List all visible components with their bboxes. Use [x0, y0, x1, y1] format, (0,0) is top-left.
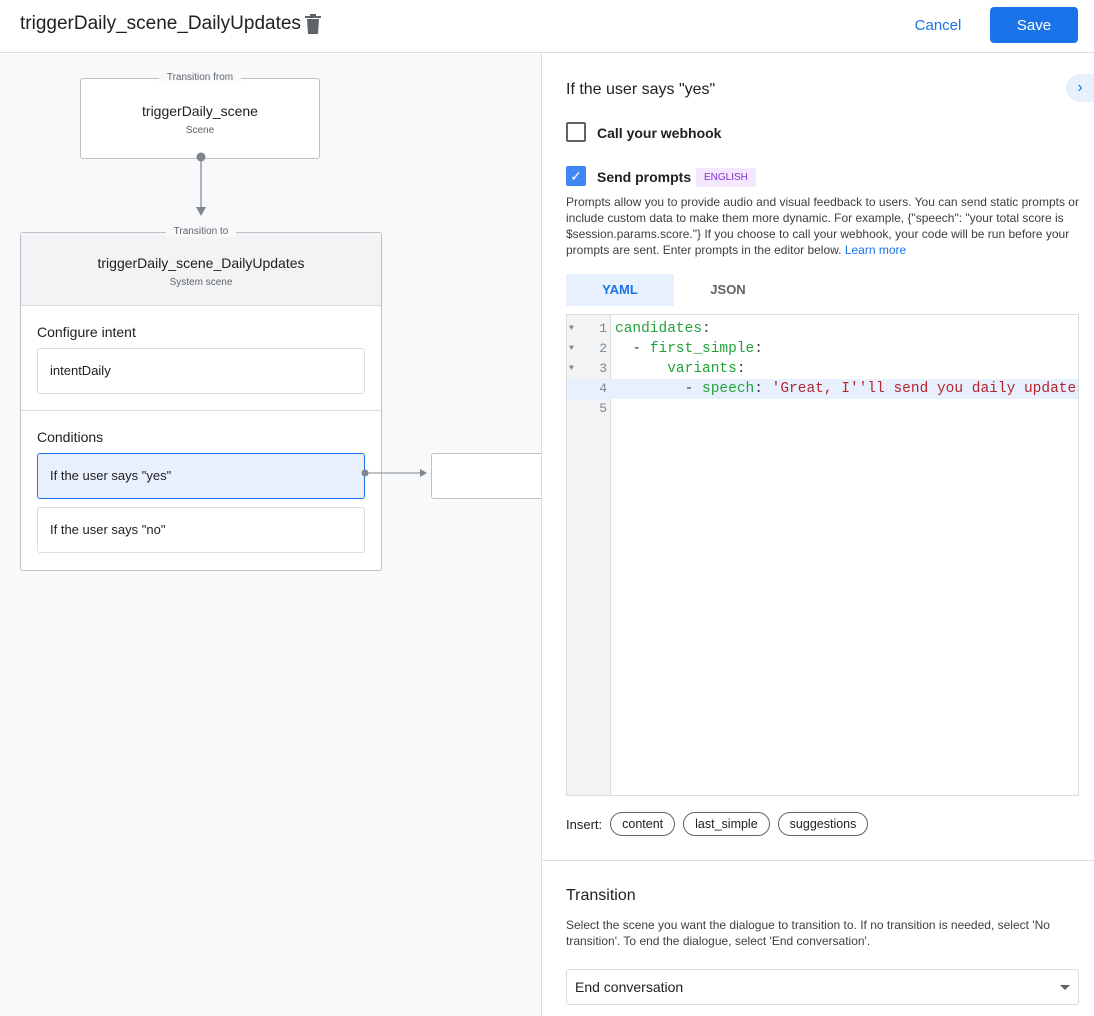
- code-line[interactable]: 5: [567, 399, 1078, 419]
- header: triggerDaily_scene_DailyUpdates Cancel S…: [0, 0, 1094, 53]
- fold-arrow-icon[interactable]: ▼: [569, 344, 574, 353]
- to-scene-type: System scene: [169, 277, 233, 288]
- from-scene-name: triggerDaily_scene: [142, 103, 258, 119]
- condition-yes[interactable]: If the user says "yes": [37, 453, 365, 499]
- transition-description: Select the scene you want the dialogue t…: [566, 918, 1050, 948]
- condition-no[interactable]: If the user says "no": [37, 507, 365, 553]
- code-text: candidates:: [615, 321, 711, 337]
- check-icon: ✓: [570, 168, 582, 184]
- transition-title: Transition: [566, 887, 636, 904]
- page-title: triggerDaily_scene_DailyUpdates: [20, 13, 301, 34]
- tab-yaml[interactable]: YAML: [566, 274, 674, 306]
- code-text: variants:: [667, 361, 746, 377]
- target-scene-node[interactable]: [431, 453, 541, 499]
- line-number: 1: [599, 321, 607, 336]
- send-prompts-checkbox[interactable]: ✓: [566, 166, 586, 186]
- line-number: 4: [599, 381, 607, 396]
- transition-from-node[interactable]: Transition from triggerDaily_scene Scene: [80, 72, 320, 159]
- from-scene-type: Scene: [185, 125, 215, 136]
- condition-panel: If the user says "yes" › Call your webho…: [541, 54, 1094, 1016]
- chevron-right-icon[interactable]: ›: [1066, 74, 1094, 102]
- to-scene-name: triggerDaily_scene_DailyUpdates: [97, 255, 305, 271]
- conditions-label: Conditions: [37, 429, 104, 445]
- fold-arrow-icon[interactable]: ▼: [569, 364, 574, 373]
- panel-title: If the user says "yes": [566, 81, 716, 98]
- configure-intent-label: Configure intent: [37, 324, 136, 340]
- insert-suggestions-chip[interactable]: suggestions: [777, 812, 869, 836]
- trash-icon[interactable]: [304, 14, 322, 34]
- line-number: 2: [599, 341, 607, 356]
- prompts-description: Prompts allow you to provide audio and v…: [566, 195, 1079, 257]
- transition-select[interactable]: End conversation: [566, 969, 1079, 1005]
- cancel-button[interactable]: Cancel: [902, 7, 974, 43]
- code-text: - speech: 'Great, I''ll send you daily u…: [615, 381, 1079, 397]
- send-prompts-label: Send prompts: [597, 169, 692, 185]
- transition-from-legend: Transition from: [158, 72, 242, 83]
- tab-json[interactable]: JSON: [710, 282, 746, 297]
- learn-more-link[interactable]: Learn more: [844, 243, 907, 257]
- line-number: 3: [599, 361, 607, 376]
- transition-to-node: Transition to triggerDaily_scene_DailyUp…: [20, 226, 382, 571]
- code-line[interactable]: ▼ 1 candidates:: [567, 319, 1078, 339]
- webhook-label: Call your webhook: [597, 125, 722, 141]
- scene-canvas[interactable]: Transition from triggerDaily_scene Scene…: [0, 54, 541, 1016]
- connector-arrow: [196, 152, 206, 216]
- insert-row: Insert: content last_simple suggestions: [566, 812, 869, 836]
- intent-field[interactable]: intentDaily: [37, 348, 365, 394]
- code-editor[interactable]: ▼ 1 candidates: ▼ 2 - first_simple: ▼ 3 varian…: [566, 314, 1079, 796]
- save-button[interactable]: Save: [990, 7, 1078, 43]
- insert-last-simple-chip[interactable]: last_simple: [683, 812, 770, 836]
- condition-connector: [361, 469, 427, 477]
- insert-label: Insert:: [566, 816, 603, 832]
- line-number: 5: [599, 401, 607, 416]
- code-line[interactable]: ▼ 3 variants:: [567, 359, 1078, 379]
- dropdown-caret-icon: [1060, 985, 1070, 990]
- transition-to-legend: Transition to: [165, 226, 237, 237]
- divider: [542, 860, 1094, 861]
- insert-content-chip[interactable]: content: [610, 812, 676, 836]
- code-text: - first_simple:: [615, 341, 763, 357]
- webhook-checkbox[interactable]: [566, 122, 586, 142]
- fold-arrow-icon[interactable]: ▼: [569, 324, 574, 333]
- code-line[interactable]: ▼ 2 - first_simple:: [567, 339, 1078, 359]
- language-badge: ENGLISH: [696, 168, 756, 187]
- transition-selected-value: End conversation: [575, 979, 684, 995]
- code-line[interactable]: 4 - speech: 'Great, I''ll send you daily…: [567, 379, 1078, 399]
